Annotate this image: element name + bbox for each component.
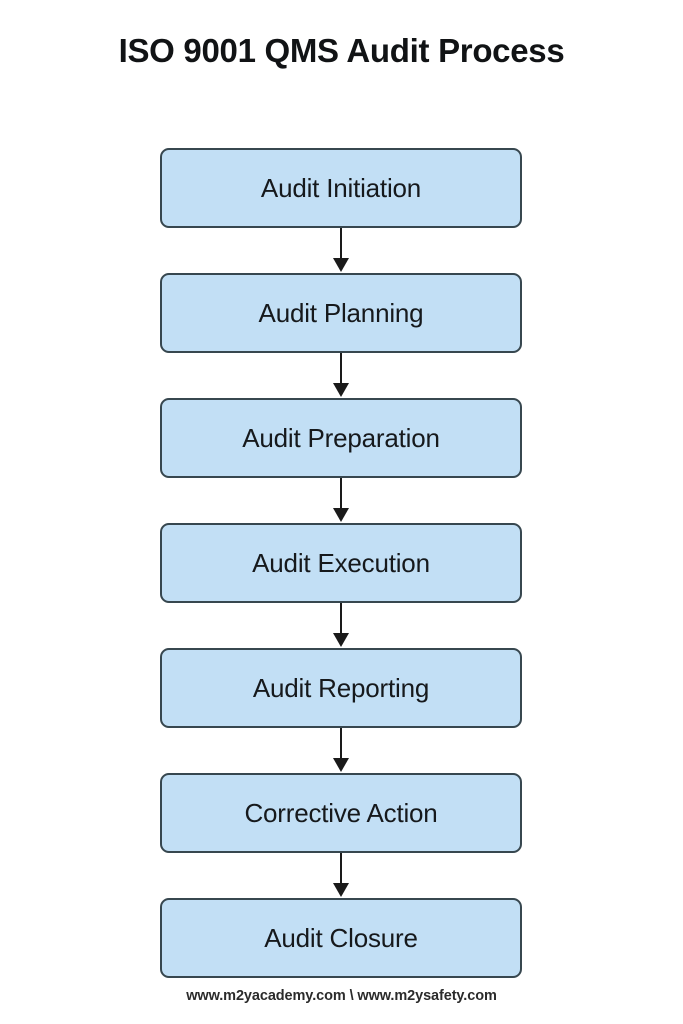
flow-node-audit-initiation[interactable]: Audit Initiation (160, 148, 522, 228)
flow-node-audit-planning[interactable]: Audit Planning (160, 273, 522, 353)
flow-node-label: Audit Preparation (242, 423, 440, 453)
flow-arrow-5 (160, 728, 522, 773)
flow-node-label: Audit Closure (264, 923, 418, 953)
flow-arrow-3 (160, 478, 522, 523)
flow-node-audit-execution[interactable]: Audit Execution (160, 523, 522, 603)
flowchart-container: Audit Initiation Audit Planning Audit Pr… (160, 148, 522, 978)
flow-node-audit-closure[interactable]: Audit Closure (160, 898, 522, 978)
flow-node-label: Audit Execution (252, 548, 430, 578)
flow-arrow-4 (160, 603, 522, 648)
flow-node-audit-reporting[interactable]: Audit Reporting (160, 648, 522, 728)
flow-node-label: Audit Initiation (260, 173, 422, 203)
flow-arrow-6 (160, 853, 522, 898)
flow-arrow-2 (160, 353, 522, 398)
flow-node-corrective-action[interactable]: Corrective Action (160, 773, 522, 853)
flow-arrow-1 (160, 228, 522, 273)
flow-node-label: Audit Reporting (252, 673, 430, 703)
flow-node-audit-preparation[interactable]: Audit Preparation (160, 398, 522, 478)
flow-node-label: Audit Planning (258, 298, 424, 328)
flow-node-label: Corrective Action (244, 798, 438, 828)
page-title: ISO 9001 QMS Audit Process (118, 32, 565, 69)
footer-website-text: www.m2yacademy.com \ www.m2ysafety.com (186, 988, 497, 1004)
